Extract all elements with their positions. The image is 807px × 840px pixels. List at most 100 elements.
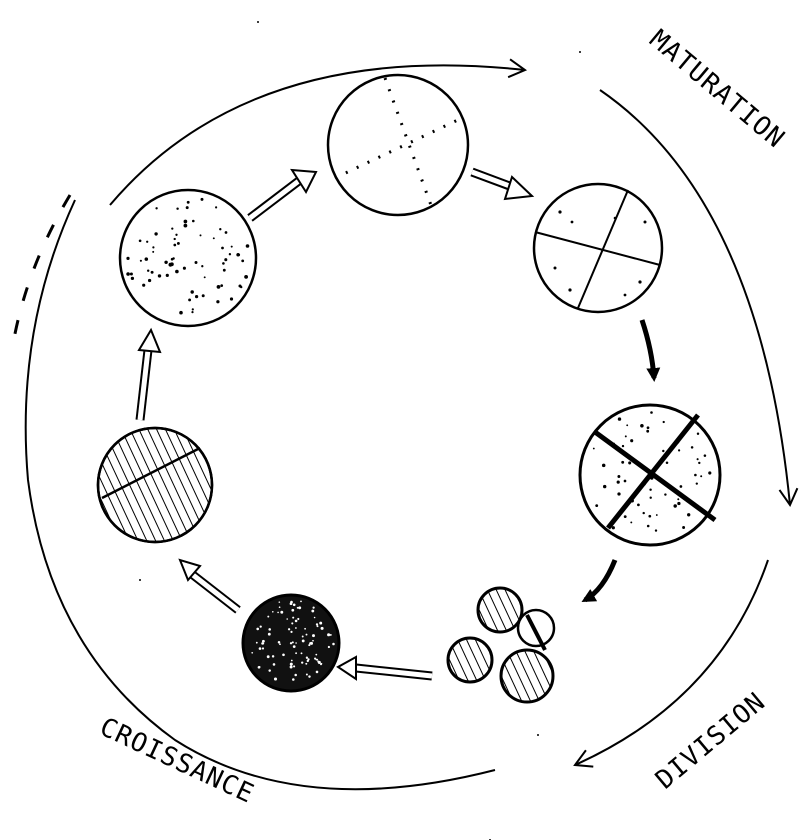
stipple-dot [267,616,269,618]
stipple-dot [321,627,324,630]
stipple-dot [305,663,307,665]
stipple-dot [251,652,253,654]
stipple-dot [628,461,631,464]
stipple-dot [630,521,632,523]
stipple-dot [298,606,301,609]
stipple-dot [173,244,176,247]
cell-stage-1 [120,190,256,326]
stipple-dot [148,279,151,282]
stipple-dot [316,623,318,625]
stipple-dot [621,461,624,464]
stipple-dot [302,639,305,642]
stipple-dot [147,269,149,271]
stipple-dot [279,601,281,603]
stipple-dot [175,234,177,236]
stipple-dot [174,238,176,240]
stipple-dot [697,432,699,434]
stipple-dot [682,526,685,529]
stipple-dot [195,261,198,264]
arrow-4-to-5 [585,560,615,600]
stipple-dot [649,488,651,490]
stipple-dot [650,411,653,414]
stipple-dot [595,504,598,507]
stipple-dot [152,246,154,248]
stipple-dot [272,655,274,657]
cell-stage-2 [328,75,468,215]
arrow-7-to-1 [139,330,160,420]
stipple-dot [158,274,161,277]
arrow-6-to-7 [180,560,238,610]
stipple-dot [306,657,308,659]
stipple-dot [316,659,318,661]
stipple-dot [282,653,285,656]
stipple-dot [294,674,297,677]
stipple-dot [602,464,606,468]
stipple-dot [126,272,130,276]
stipple-dot [617,492,620,495]
stipple-dot [290,601,293,604]
stipple-dot [176,207,178,209]
stipple-dot [279,643,281,645]
stipple-dot [314,617,316,619]
cell-stage-6 [243,595,339,691]
stipple-dot [708,471,711,474]
stipple-dot [593,448,595,450]
stipple-dot [646,430,649,433]
stipple-dot [306,634,308,636]
stipple-dot [295,620,298,623]
arrow-3-to-4 [642,320,654,378]
stipple-dot [204,276,206,278]
stipple-dot [145,257,149,261]
stipple-dot [662,450,664,452]
stipple-dot [216,300,219,303]
stipple-dot [274,677,277,680]
stipple-dot [290,631,292,633]
stipple-dot [297,618,299,620]
stipple-dot [188,298,191,301]
stipple-dot [332,643,335,646]
stipple-dot [301,661,303,663]
stipple-dot [268,669,270,671]
outer-cycle-arc-left [26,200,495,789]
stipple-dot [190,290,193,293]
stipple-dot [603,485,606,488]
stipple-dot [319,622,322,625]
stipple-dot [290,663,293,666]
stipple-dot [222,262,225,265]
stipple-dot [183,267,186,270]
stipple-dot [187,201,190,204]
stipple-dot [139,239,142,242]
stipple-dot [154,232,157,235]
stipple-dot [310,642,313,645]
stipple-dot [680,485,683,488]
stipple-dot [293,645,296,648]
stipple-dot [295,627,297,629]
stipple-dot [272,611,274,613]
stipple-dot [262,640,265,643]
stipple-dot [241,260,244,263]
stipple-dot [273,663,276,666]
stipple-dot [191,311,193,313]
stipple-dot [663,421,665,423]
stipple-dot [625,435,627,437]
stipple-dot [292,641,294,643]
stipple-dot [330,634,332,636]
dashed-arc-fragment [12,195,70,350]
stipple-dot [223,269,226,272]
stipple-dot [238,254,240,256]
stipple-dot [302,636,304,638]
stipple-dot [312,640,314,642]
stipple-dot [175,270,179,274]
stipple-dot [229,253,231,255]
stipple-dot [304,628,306,630]
stipple-dot [687,513,690,516]
stipple-dot [656,514,658,516]
arrow-2-to-3 [472,172,532,199]
stipple-dot [201,198,204,201]
stipple-dot [268,628,271,631]
stipple-dot [142,284,145,287]
stipple-dot [673,504,676,507]
stipple-dot [171,258,174,261]
stipple-dot [300,601,302,603]
stipple-dot [313,607,315,609]
